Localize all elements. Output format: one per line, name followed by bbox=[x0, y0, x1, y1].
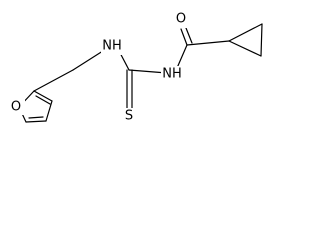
bond-co-o-2 bbox=[185, 27, 193, 44]
thione-sulfur-label: S bbox=[125, 109, 133, 124]
bond-cp-2 bbox=[260, 23, 263, 57]
furan-oxygen-label: O bbox=[11, 100, 21, 115]
bond-ch2-nh bbox=[72, 48, 107, 71]
molecule-diagram: O NH NH O S bbox=[9, 12, 263, 125]
bond-cs-nh bbox=[128, 69, 168, 74]
bond-furan-ch2 bbox=[33, 69, 74, 92]
bond-c2-c3 bbox=[33, 90, 53, 102]
thiourea-chain bbox=[33, 27, 193, 109]
bond-c4-c5 bbox=[25, 120, 47, 123]
bond-nh-co bbox=[176, 44, 188, 69]
left-nh-label: NH bbox=[102, 39, 122, 54]
structure-canvas: O NH NH O S bbox=[9, 11, 263, 125]
bond-co-cp bbox=[186, 40, 230, 46]
bond-cp-3 bbox=[228, 40, 262, 57]
bond-c4-c5-inner bbox=[28, 116, 44, 119]
furan-ring bbox=[18, 90, 53, 123]
bond-c3-c4 bbox=[45, 100, 53, 122]
bond-c2-c3-inner bbox=[35, 95, 51, 105]
cyclopropane-ring bbox=[186, 23, 263, 57]
bond-co-o-1 bbox=[180, 28, 188, 46]
bond-cp-1 bbox=[228, 23, 263, 42]
right-nh-label: NH bbox=[162, 67, 182, 82]
carbonyl-oxygen-label: O bbox=[176, 12, 186, 27]
